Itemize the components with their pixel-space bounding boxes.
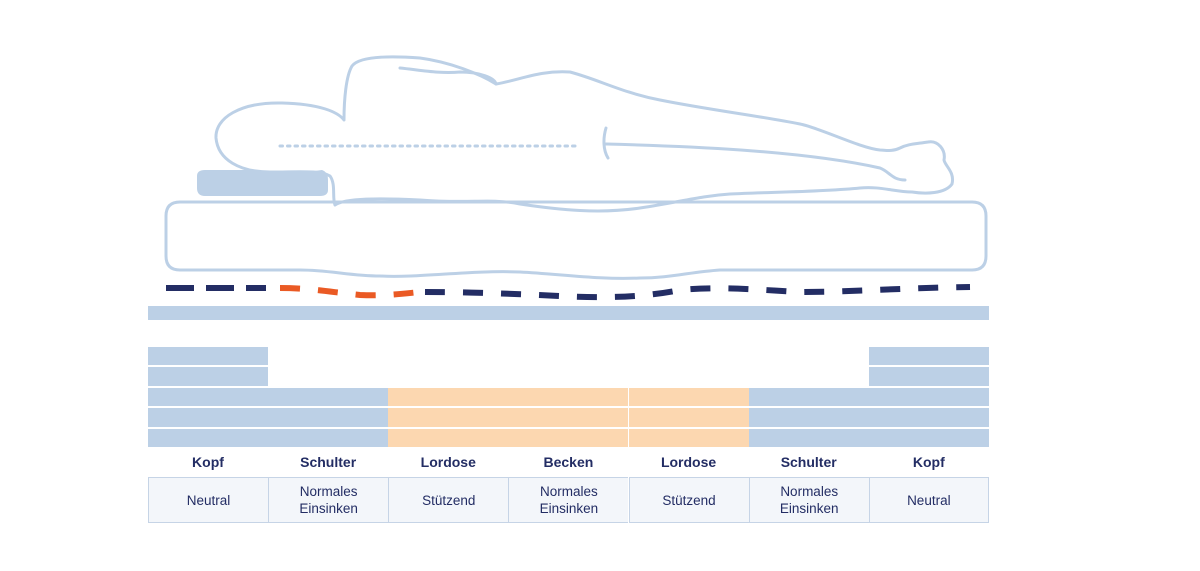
foam-block <box>388 428 509 447</box>
foam-block <box>148 346 268 366</box>
foam-block <box>628 408 749 427</box>
foam-block <box>148 387 268 407</box>
zone-title: Schulter <box>780 454 837 470</box>
zone-title: Lordose <box>420 454 476 470</box>
zone-description: Stützend <box>388 477 509 523</box>
foam-block <box>148 428 268 447</box>
foam-block <box>268 428 389 447</box>
zone-description: Normales Einsinken <box>748 477 869 523</box>
mattress-outline <box>164 200 988 280</box>
base-slab <box>148 306 989 320</box>
foam-block <box>508 387 629 406</box>
zone-description: Normales Einsinken <box>268 477 389 523</box>
zone-block-stack <box>508 345 629 447</box>
zone-block-stack <box>268 345 389 447</box>
zone-title: Schulter <box>300 454 357 470</box>
zone-title: Kopf <box>192 454 224 470</box>
zone-block-stack <box>628 345 749 447</box>
foam-block <box>628 387 749 406</box>
pillow-shape <box>197 170 328 196</box>
foam-block <box>148 408 268 427</box>
zone-description: Neutral <box>148 477 268 523</box>
zone-title: Becken <box>543 454 594 470</box>
zone-description: Normales Einsinken <box>508 477 629 523</box>
foam-block <box>508 428 629 447</box>
zone-block-stack <box>748 345 869 447</box>
zone-title: Kopf <box>912 454 945 470</box>
foam-block <box>148 367 268 386</box>
zone-description: Neutral <box>868 477 989 523</box>
zone-block-stack <box>868 345 989 447</box>
foam-block <box>268 387 389 406</box>
foam-block <box>868 346 989 366</box>
foam-block <box>268 408 389 427</box>
foam-block <box>868 367 989 386</box>
foam-block <box>868 387 989 407</box>
foam-block <box>388 387 509 406</box>
foam-block <box>628 428 749 447</box>
foam-block <box>508 408 629 427</box>
foam-block <box>388 408 509 427</box>
zone-title: Lordose <box>660 454 717 470</box>
foam-block <box>748 408 869 427</box>
foam-block <box>748 428 869 447</box>
support-line <box>166 284 971 301</box>
foam-block <box>868 408 989 427</box>
zone-block-stack <box>148 345 268 447</box>
arm-outline <box>398 66 498 86</box>
lower-arm-outline <box>602 126 907 182</box>
zone-block-stack <box>388 345 509 447</box>
zone-description: Stützend <box>628 477 749 523</box>
foam-block <box>868 428 989 447</box>
foam-block <box>748 387 869 406</box>
